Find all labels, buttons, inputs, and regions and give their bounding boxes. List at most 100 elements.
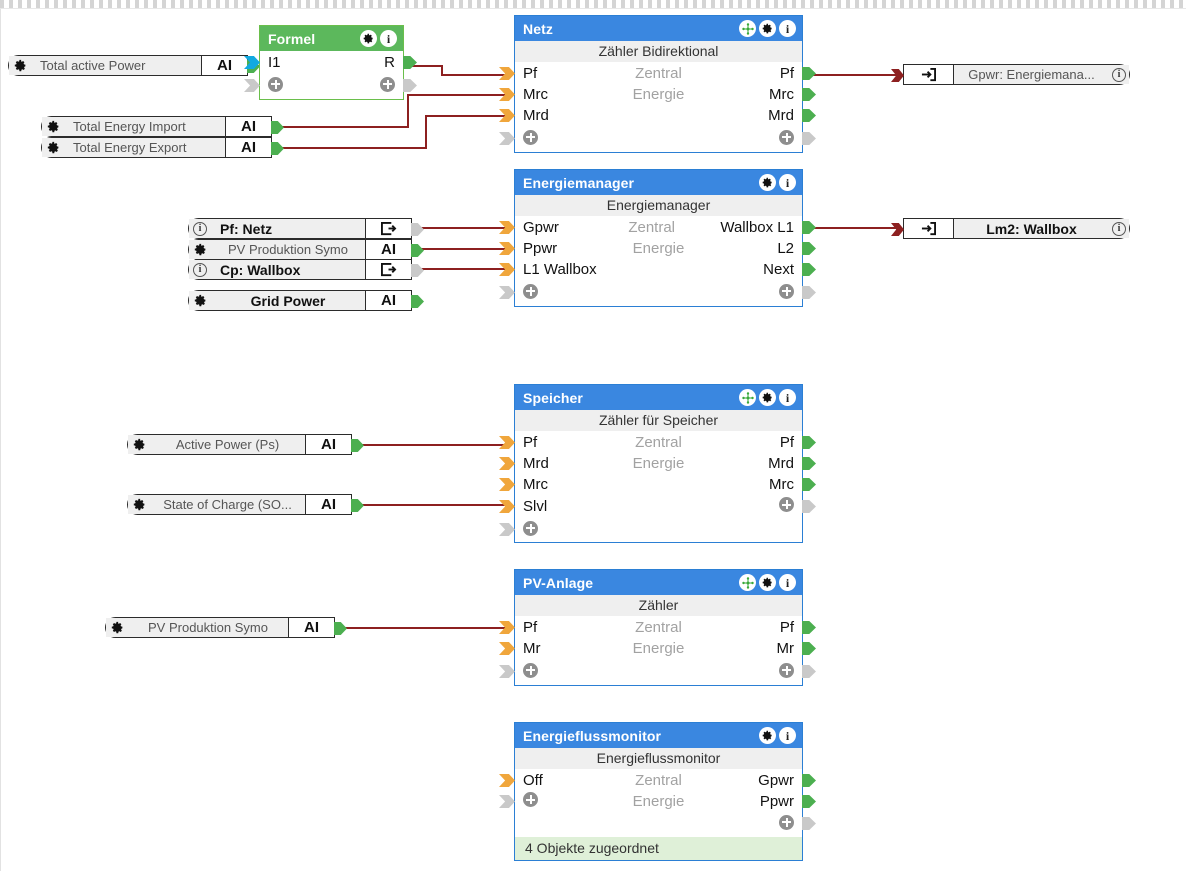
gear-icon[interactable]	[759, 174, 776, 191]
node-row[interactable]: Ppwr Energie L2	[499, 238, 816, 259]
info-icon[interactable]: i	[1109, 219, 1129, 238]
output-port[interactable]	[411, 264, 424, 277]
input-port-placeholder[interactable]	[499, 665, 515, 678]
input-port[interactable]	[499, 67, 515, 80]
output-port-placeholder[interactable]	[802, 132, 816, 145]
node-header[interactable]: Formel i	[260, 26, 403, 51]
input-port-placeholder[interactable]	[244, 79, 260, 92]
node-row[interactable]: Mrc Energie Mrc	[499, 84, 816, 105]
output-port[interactable]	[411, 295, 424, 308]
node-row[interactable]: I1 R	[244, 51, 417, 73]
gear-icon[interactable]	[189, 291, 211, 310]
add-output-button[interactable]	[734, 662, 794, 682]
info-icon[interactable]: i	[779, 727, 796, 744]
gear-icon[interactable]	[759, 727, 776, 744]
output-port[interactable]	[802, 795, 816, 808]
input-port[interactable]	[499, 242, 515, 255]
gear-icon[interactable]	[360, 30, 377, 47]
node-header[interactable]: Netz i	[515, 16, 802, 41]
output-port[interactable]	[403, 56, 417, 69]
input-port[interactable]	[499, 221, 515, 234]
plus-icon[interactable]	[523, 662, 538, 678]
node-row[interactable]: Mrc Mrc	[499, 474, 816, 495]
output-port[interactable]	[802, 88, 816, 101]
input-port[interactable]	[499, 774, 515, 787]
output-port[interactable]	[802, 221, 816, 234]
input-port-placeholder[interactable]	[499, 132, 515, 145]
output-port[interactable]	[271, 142, 284, 155]
output-port-placeholder[interactable]	[403, 79, 417, 92]
output-port[interactable]	[802, 621, 816, 634]
node-pv-anlage[interactable]: PV-Anlage i Zähler Pf Zentral Pf Mr	[499, 569, 816, 686]
output-port[interactable]	[802, 436, 816, 449]
output-port-placeholder[interactable]	[802, 500, 816, 513]
node-speicher[interactable]: Speicher i Zähler für Speicher Pf Zentra…	[499, 384, 816, 543]
move-crosshair-icon[interactable]	[739, 574, 756, 591]
output-port[interactable]	[802, 774, 816, 787]
node-header[interactable]: PV-Anlage i	[515, 570, 802, 595]
source-node-total-active-power[interactable]: Total active Power AI	[8, 55, 260, 76]
node-row-add[interactable]	[244, 73, 417, 99]
node-row-add[interactable]	[515, 812, 816, 836]
node-row[interactable]: Pf Zentral Pf	[499, 63, 816, 84]
gear-icon[interactable]	[42, 117, 64, 136]
add-input-button[interactable]	[523, 520, 583, 540]
node-row[interactable]: Gpwr Zentral Wallbox L1	[499, 217, 816, 238]
input-port[interactable]	[499, 500, 515, 513]
source-node-pv-produktion-symo-2[interactable]: PV Produktion Symo AI	[105, 617, 347, 638]
output-port[interactable]	[411, 223, 424, 236]
gear-icon[interactable]	[106, 618, 128, 637]
plus-icon[interactable]	[779, 129, 794, 145]
node-row[interactable]: Mrd Energie Mrd	[499, 453, 816, 474]
add-output-button[interactable]	[734, 129, 794, 149]
input-port[interactable]	[891, 223, 904, 236]
input-port[interactable]	[499, 457, 515, 470]
gear-icon[interactable]	[759, 574, 776, 591]
info-icon[interactable]: i	[1109, 65, 1129, 84]
plus-icon[interactable]	[523, 283, 538, 299]
add-input-button[interactable]	[523, 792, 583, 811]
info-icon[interactable]: i	[189, 260, 211, 279]
node-energiemanager[interactable]: Energiemanager i Energiemanager Gpwr Zen…	[499, 169, 816, 307]
gear-icon[interactable]	[759, 20, 776, 37]
add-output-button[interactable]	[335, 76, 395, 96]
output-port[interactable]	[802, 67, 816, 80]
add-input-button[interactable]	[523, 662, 583, 682]
output-port[interactable]	[802, 109, 816, 122]
output-port[interactable]	[802, 263, 816, 276]
node-row[interactable]: L1 Wallbox Next	[499, 259, 816, 280]
source-node-pv-produktion-symo-1[interactable]: PV Produktion Symo AI	[188, 239, 424, 260]
add-output-button[interactable]	[734, 814, 794, 834]
input-port[interactable]	[499, 621, 515, 634]
gear-icon[interactable]	[128, 435, 150, 454]
output-port[interactable]	[802, 642, 816, 655]
move-crosshair-icon[interactable]	[739, 20, 756, 37]
add-input-button[interactable]	[523, 129, 583, 149]
source-node-state-of-charge[interactable]: State of Charge (SO... AI	[127, 494, 364, 515]
gear-icon[interactable]	[128, 495, 150, 514]
source-node-total-energy-export[interactable]: Total Energy Export AI	[41, 137, 284, 158]
plus-icon[interactable]	[779, 497, 794, 512]
plus-icon[interactable]	[380, 76, 395, 92]
node-header[interactable]: Speicher i	[515, 385, 802, 410]
move-crosshair-icon[interactable]	[739, 389, 756, 406]
gear-icon[interactable]	[42, 138, 64, 157]
input-port[interactable]	[499, 436, 515, 449]
input-port[interactable]	[499, 478, 515, 491]
node-row-add[interactable]	[499, 659, 816, 685]
node-row[interactable]: Pf Zentral Pf	[499, 617, 816, 638]
plus-icon[interactable]	[779, 662, 794, 678]
node-row[interactable]: Off Zentral Gpwr	[499, 770, 816, 791]
output-port[interactable]	[351, 439, 364, 452]
add-input-button[interactable]	[523, 283, 583, 303]
target-node-lm2-wallbox[interactable]: Lm2: Wallbox i	[891, 218, 1130, 239]
output-port[interactable]	[802, 478, 816, 491]
node-header[interactable]: Energiemanager i	[515, 170, 802, 195]
node-row[interactable]: Energie Ppwr	[499, 791, 816, 812]
node-row[interactable]: Pf Zentral Pf	[499, 432, 816, 453]
node-header[interactable]: Energieflussmonitor i	[515, 723, 802, 748]
info-icon[interactable]: i	[779, 389, 796, 406]
node-row[interactable]: Slvl	[499, 495, 816, 518]
source-node-grid-power[interactable]: Grid Power AI	[188, 290, 424, 311]
